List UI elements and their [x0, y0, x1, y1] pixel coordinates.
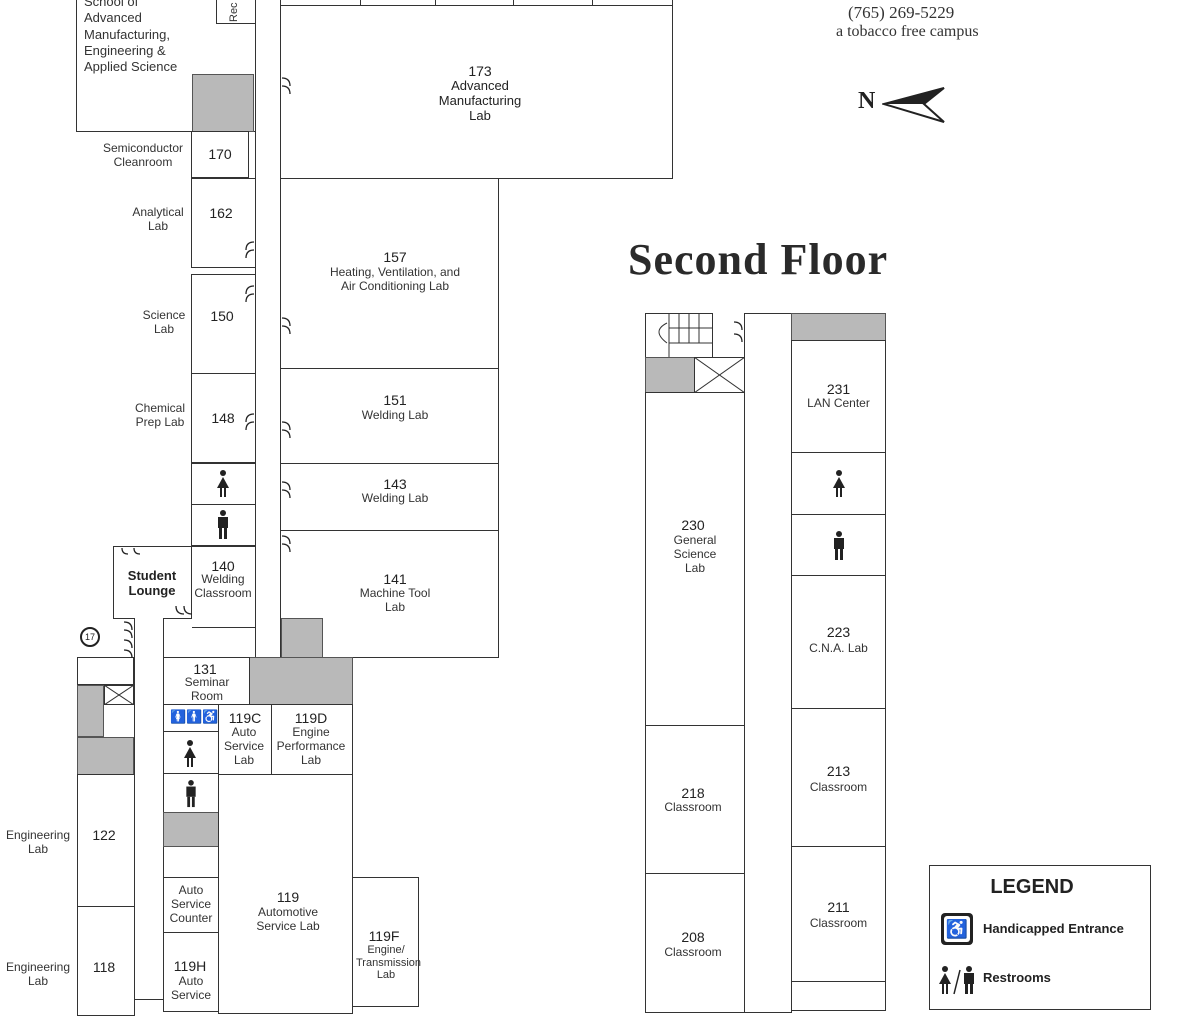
room-number: 131	[193, 661, 217, 677]
room-name: Engine Performance Lab	[276, 725, 346, 767]
room-number: 143	[383, 476, 407, 492]
room-name: Auto Service Counter	[169, 883, 213, 925]
room-230	[645, 392, 745, 726]
room-118	[77, 906, 135, 1016]
school-label: School of Advanced Manufacturing, Engine…	[84, 0, 178, 74]
room-name: Engineering Lab	[5, 960, 71, 988]
room-number: 119H	[173, 958, 207, 974]
mens-restroom-icon	[834, 531, 844, 560]
room-number: 151	[383, 392, 407, 408]
room-number: 230	[681, 517, 705, 533]
room-119C	[218, 704, 272, 775]
room-number: 162	[209, 205, 233, 221]
room-number: 119D	[294, 710, 328, 726]
room-number: 213	[826, 763, 851, 779]
legend-title: LEGEND	[990, 876, 1074, 898]
room-name: Student Lounge	[127, 568, 177, 598]
room-143	[280, 463, 499, 531]
room-231	[791, 340, 886, 453]
room-213	[791, 708, 886, 847]
room-number: 170	[208, 146, 232, 162]
room-name: Science Lab	[142, 308, 186, 336]
mens-restroom-icon	[218, 510, 228, 539]
womens-restroom-icon	[184, 740, 196, 767]
room-number: 122	[92, 827, 116, 843]
room-number: 173	[468, 63, 492, 79]
restroom-accessible-icons: 🚺🚹♿	[170, 709, 219, 724]
room-number: 140	[211, 558, 235, 574]
room-number: 118	[92, 959, 116, 975]
room-number: 119C	[228, 710, 262, 726]
room-name: Seminar Room	[184, 675, 230, 703]
room-name: Chemical Prep Lab	[134, 401, 185, 429]
room-name: Welding Classroom	[194, 572, 252, 600]
room-223	[791, 575, 886, 709]
room-119F	[352, 877, 419, 1007]
stairs-icon	[658, 313, 713, 358]
womens-restroom-icon	[833, 470, 845, 497]
room-218	[645, 725, 745, 874]
room-162	[191, 178, 256, 268]
floor-title: Second Floor	[628, 235, 889, 284]
room-name: LAN Center	[807, 396, 870, 410]
north-letter: N	[858, 88, 876, 114]
handicapped-icon: ♿	[941, 913, 973, 945]
room-name: Semiconductor Cleanroom	[102, 141, 184, 169]
room-number: 218	[681, 785, 705, 801]
room-name: Classroom	[809, 780, 868, 794]
entrance-marker: 17	[80, 627, 100, 647]
room-number: 141	[383, 571, 407, 587]
womens-restroom-icon	[217, 470, 229, 497]
room-number: 119F	[368, 928, 400, 944]
room-211	[791, 846, 886, 982]
room-name: Welding Lab	[361, 491, 429, 505]
stair-block	[192, 74, 254, 132]
stairs-x-icon	[104, 685, 134, 705]
room-number: 119	[276, 889, 300, 905]
auto-service-counter	[163, 877, 219, 933]
rec-label: Rec	[228, 2, 240, 22]
room-name: General Science Lab	[673, 533, 717, 575]
room-number: 148	[211, 410, 235, 426]
room-name: Welding Lab	[361, 408, 429, 422]
room-148	[191, 373, 256, 463]
room-name: Auto Service	[170, 974, 211, 1002]
room-140	[191, 546, 256, 628]
room-name: Classroom	[809, 916, 868, 930]
room-name: Engine/ Transmission Lab	[356, 944, 421, 982]
room-119H	[163, 932, 219, 1012]
room-name: Auto Service Lab	[223, 725, 264, 767]
room-number: 211	[827, 899, 850, 915]
room-name: Advanced Manufacturing Lab	[438, 78, 522, 123]
room-number: 223	[826, 624, 851, 640]
elevator-x-icon	[694, 357, 745, 393]
mens-restroom-icon	[186, 780, 196, 808]
room-name: Engineering Lab	[5, 828, 71, 856]
room-150	[191, 274, 256, 374]
room-name: Analytical Lab	[132, 205, 184, 233]
room-name: Automotive Service Lab	[256, 905, 320, 933]
room-name: Classroom	[664, 945, 722, 959]
room-name: Heating, Ventilation, and Air Conditioni…	[329, 265, 461, 293]
room-number: 150	[210, 308, 234, 324]
room-name: Machine Tool Lab	[359, 586, 431, 614]
campus-tagline: a tobacco free campus	[836, 23, 979, 40]
room-119	[218, 774, 353, 1014]
phone-number: (765) 269-5229	[848, 3, 955, 22]
room-number: 208	[681, 929, 705, 945]
restroom-icon	[939, 966, 974, 995]
legend-label: Restrooms	[983, 970, 1051, 985]
room-name: Classroom	[664, 800, 722, 814]
room-173	[280, 5, 673, 179]
stair-block	[249, 657, 353, 705]
room-122	[77, 774, 135, 907]
north-arrow-icon	[882, 87, 945, 123]
room-170	[191, 131, 249, 178]
room-number: 157	[383, 249, 407, 265]
legend-label: Handicapped Entrance	[983, 921, 1124, 936]
room-157	[280, 178, 499, 369]
room-number: 231	[826, 381, 851, 397]
room-name: C.N.A. Lab	[809, 641, 868, 655]
room-208	[645, 873, 745, 1013]
